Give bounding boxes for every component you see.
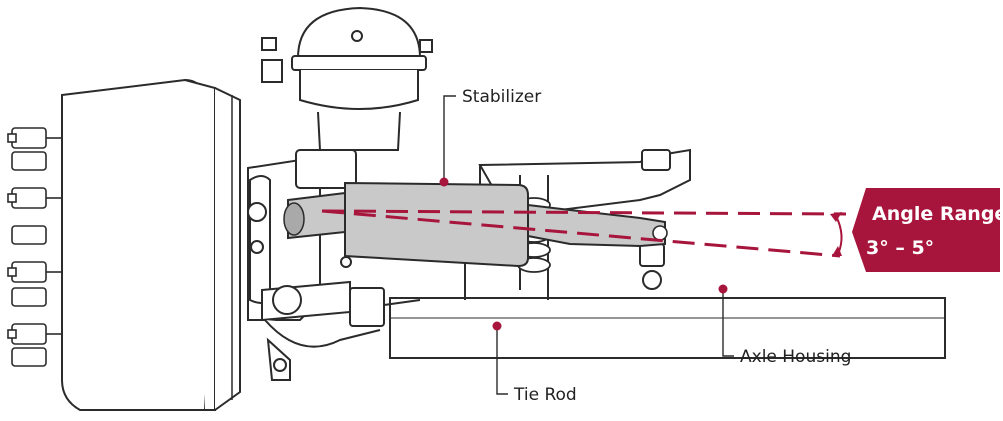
stabilizer-label: Stabilizer <box>462 87 541 107</box>
angle-arc-arrow-top <box>830 212 842 222</box>
lug-nuts <box>7 127 62 367</box>
callout-leaders <box>443 95 734 395</box>
tie-rod-label: Tie Rod <box>513 385 577 405</box>
tie-rod-end <box>261 280 421 381</box>
axle-housing <box>389 297 946 359</box>
angle-range-value: 3° – 5° <box>866 237 934 259</box>
brake-chamber <box>261 6 433 151</box>
angle-range-badge: Angle Range 3° – 5° <box>852 188 1003 272</box>
axle-housing-label: Axle Housing <box>740 347 851 367</box>
callout-dots <box>439 177 728 331</box>
angle-arc-arrow-bottom <box>832 246 842 256</box>
angle-range-lines <box>321 209 847 258</box>
brake-drum <box>61 78 241 411</box>
stabilizer-body <box>283 181 668 268</box>
angle-range-title: Angle Range <box>872 203 1003 225</box>
